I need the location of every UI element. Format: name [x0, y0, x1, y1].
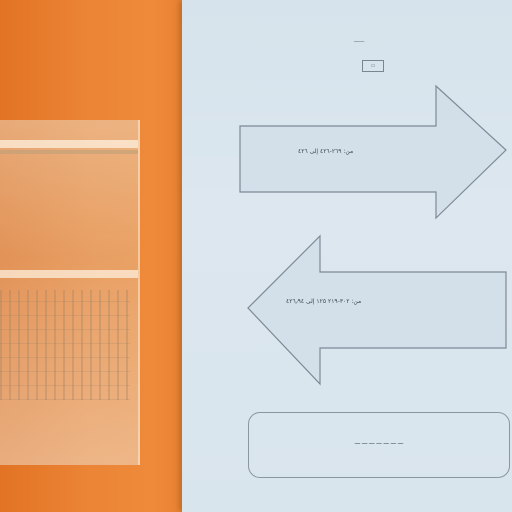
- left-arrow-text: من: ٣٠٢-٢١٩ ١٢٥ إلى ٤٢٦٫٩٤: [286, 298, 362, 305]
- notice-logo: ▭: [362, 60, 384, 72]
- footer-text: ـــ ـــ ـــ ـــ ـــ ـــ ـــ: [354, 439, 404, 446]
- right-arrow: [239, 84, 507, 220]
- sleeve-band: [0, 140, 138, 148]
- sleeve-band: [0, 270, 138, 278]
- left-arrow: [247, 234, 507, 386]
- notice-header: ـــــــ: [354, 38, 365, 44]
- plastic-sleeve: [0, 120, 140, 465]
- sleeve-rail: [0, 150, 138, 154]
- sleeve-pattern: [0, 290, 130, 400]
- footer-box: ـــ ـــ ـــ ـــ ـــ ـــ ـــ: [248, 412, 510, 478]
- right-arrow-text: من: ٢٦٩-٤٢٦ إلى ٤٢٦: [298, 148, 354, 155]
- paper-notice: [182, 0, 512, 512]
